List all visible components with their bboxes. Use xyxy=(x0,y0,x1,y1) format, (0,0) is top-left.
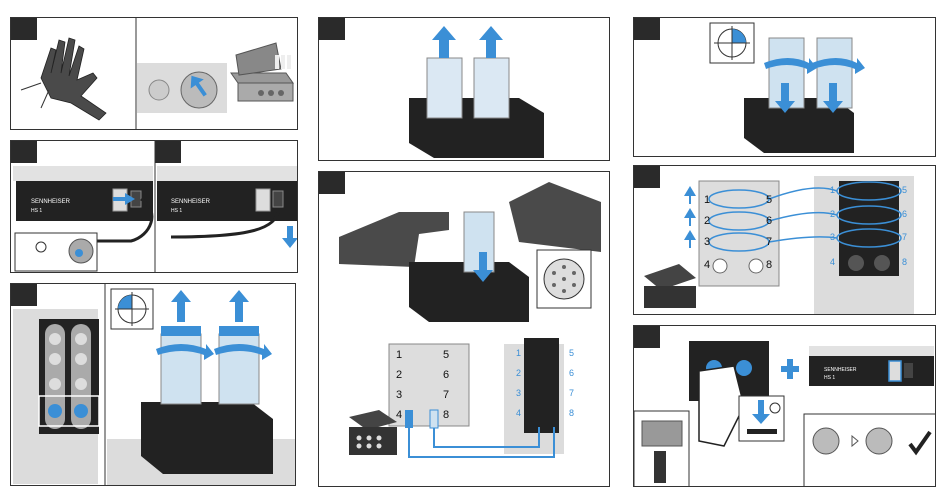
connector-label: 2 xyxy=(704,215,710,227)
connector-label: 7 xyxy=(443,389,449,401)
panel-gloves xyxy=(10,17,298,130)
connector-label: 6 xyxy=(443,369,449,381)
station-label: 8 xyxy=(902,257,907,267)
connector-label: 5 xyxy=(766,194,772,206)
glove-icon xyxy=(41,38,106,120)
station-label: 5 xyxy=(569,348,574,358)
panel-connection-map: 1 5 2 6 3 7 4 8 1 2 3 4 5 6 7 8 xyxy=(633,165,936,315)
panel-insert-capsules xyxy=(633,17,936,157)
capsule-illustration xyxy=(11,284,296,486)
connection-map-illustration xyxy=(634,166,936,315)
brand-logo: SENNHEISER xyxy=(171,199,211,205)
station-label: 3 xyxy=(830,232,835,242)
station-label: 1 xyxy=(830,185,835,195)
connector-label: 8 xyxy=(443,409,449,421)
panel-connect-power: SENNHEISER HS 1 SENNHEISER HS 1 xyxy=(10,140,298,273)
panel-wiring: 1 5 2 6 3 7 4 8 1 2 3 4 5 6 7 8 xyxy=(318,171,610,487)
panel-start: SENNHEISER HS 1 xyxy=(633,325,936,487)
brand-logo: SENNHEISER xyxy=(824,367,857,373)
connector-label: 3 xyxy=(396,389,402,401)
start-illustration: SENNHEISER HS 1 xyxy=(634,326,936,487)
station-label: 7 xyxy=(569,388,574,398)
model-label: HS 1 xyxy=(31,208,42,214)
connector-label: 4 xyxy=(704,259,710,271)
insert-illustration xyxy=(634,18,936,157)
arrow-up-icon xyxy=(229,290,249,322)
station-label: 4 xyxy=(830,257,835,267)
station-label: 1 xyxy=(516,348,521,358)
arrow-up-icon xyxy=(171,290,191,322)
station-label: 2 xyxy=(830,209,835,219)
station-label: 7 xyxy=(902,232,907,242)
arrow-up-icon xyxy=(432,26,456,58)
lift-illustration xyxy=(319,18,610,161)
connector-label: 6 xyxy=(766,215,772,227)
model-label: HS 1 xyxy=(824,375,835,381)
brand-logo: SENNHEISER xyxy=(31,199,71,205)
station-label: 6 xyxy=(569,368,574,378)
connector-label: 1 xyxy=(704,194,710,206)
station-label: 4 xyxy=(516,408,521,418)
arrow-up-icon xyxy=(684,208,696,226)
power-illustration: SENNHEISER HS 1 SENNHEISER HS 1 xyxy=(11,141,298,273)
panel-remove-capsules xyxy=(10,283,296,486)
station-label: 6 xyxy=(902,209,907,219)
connector-label: 3 xyxy=(704,236,710,248)
station-label: 2 xyxy=(516,368,521,378)
arrow-up-icon xyxy=(684,186,696,204)
model-label: HS 1 xyxy=(171,208,182,214)
wiring-illustration xyxy=(319,172,610,487)
station-label: 5 xyxy=(902,185,907,195)
connector-label: 7 xyxy=(766,236,772,248)
gloves-illustration xyxy=(11,18,298,130)
plus-icon xyxy=(781,359,799,379)
connector-label: 1 xyxy=(396,349,402,361)
connector-label: 5 xyxy=(443,349,449,361)
station-label: 8 xyxy=(569,408,574,418)
timer-icon xyxy=(770,403,780,413)
connector-label: 8 xyxy=(766,259,772,271)
connector-label: 2 xyxy=(396,369,402,381)
panel-lift-capsules xyxy=(318,17,610,161)
connector-label: 4 xyxy=(396,409,402,421)
arrow-down-icon xyxy=(282,226,298,248)
station-label: 3 xyxy=(516,388,521,398)
arrow-up-icon xyxy=(684,230,696,248)
arrow-up-icon xyxy=(479,26,503,58)
